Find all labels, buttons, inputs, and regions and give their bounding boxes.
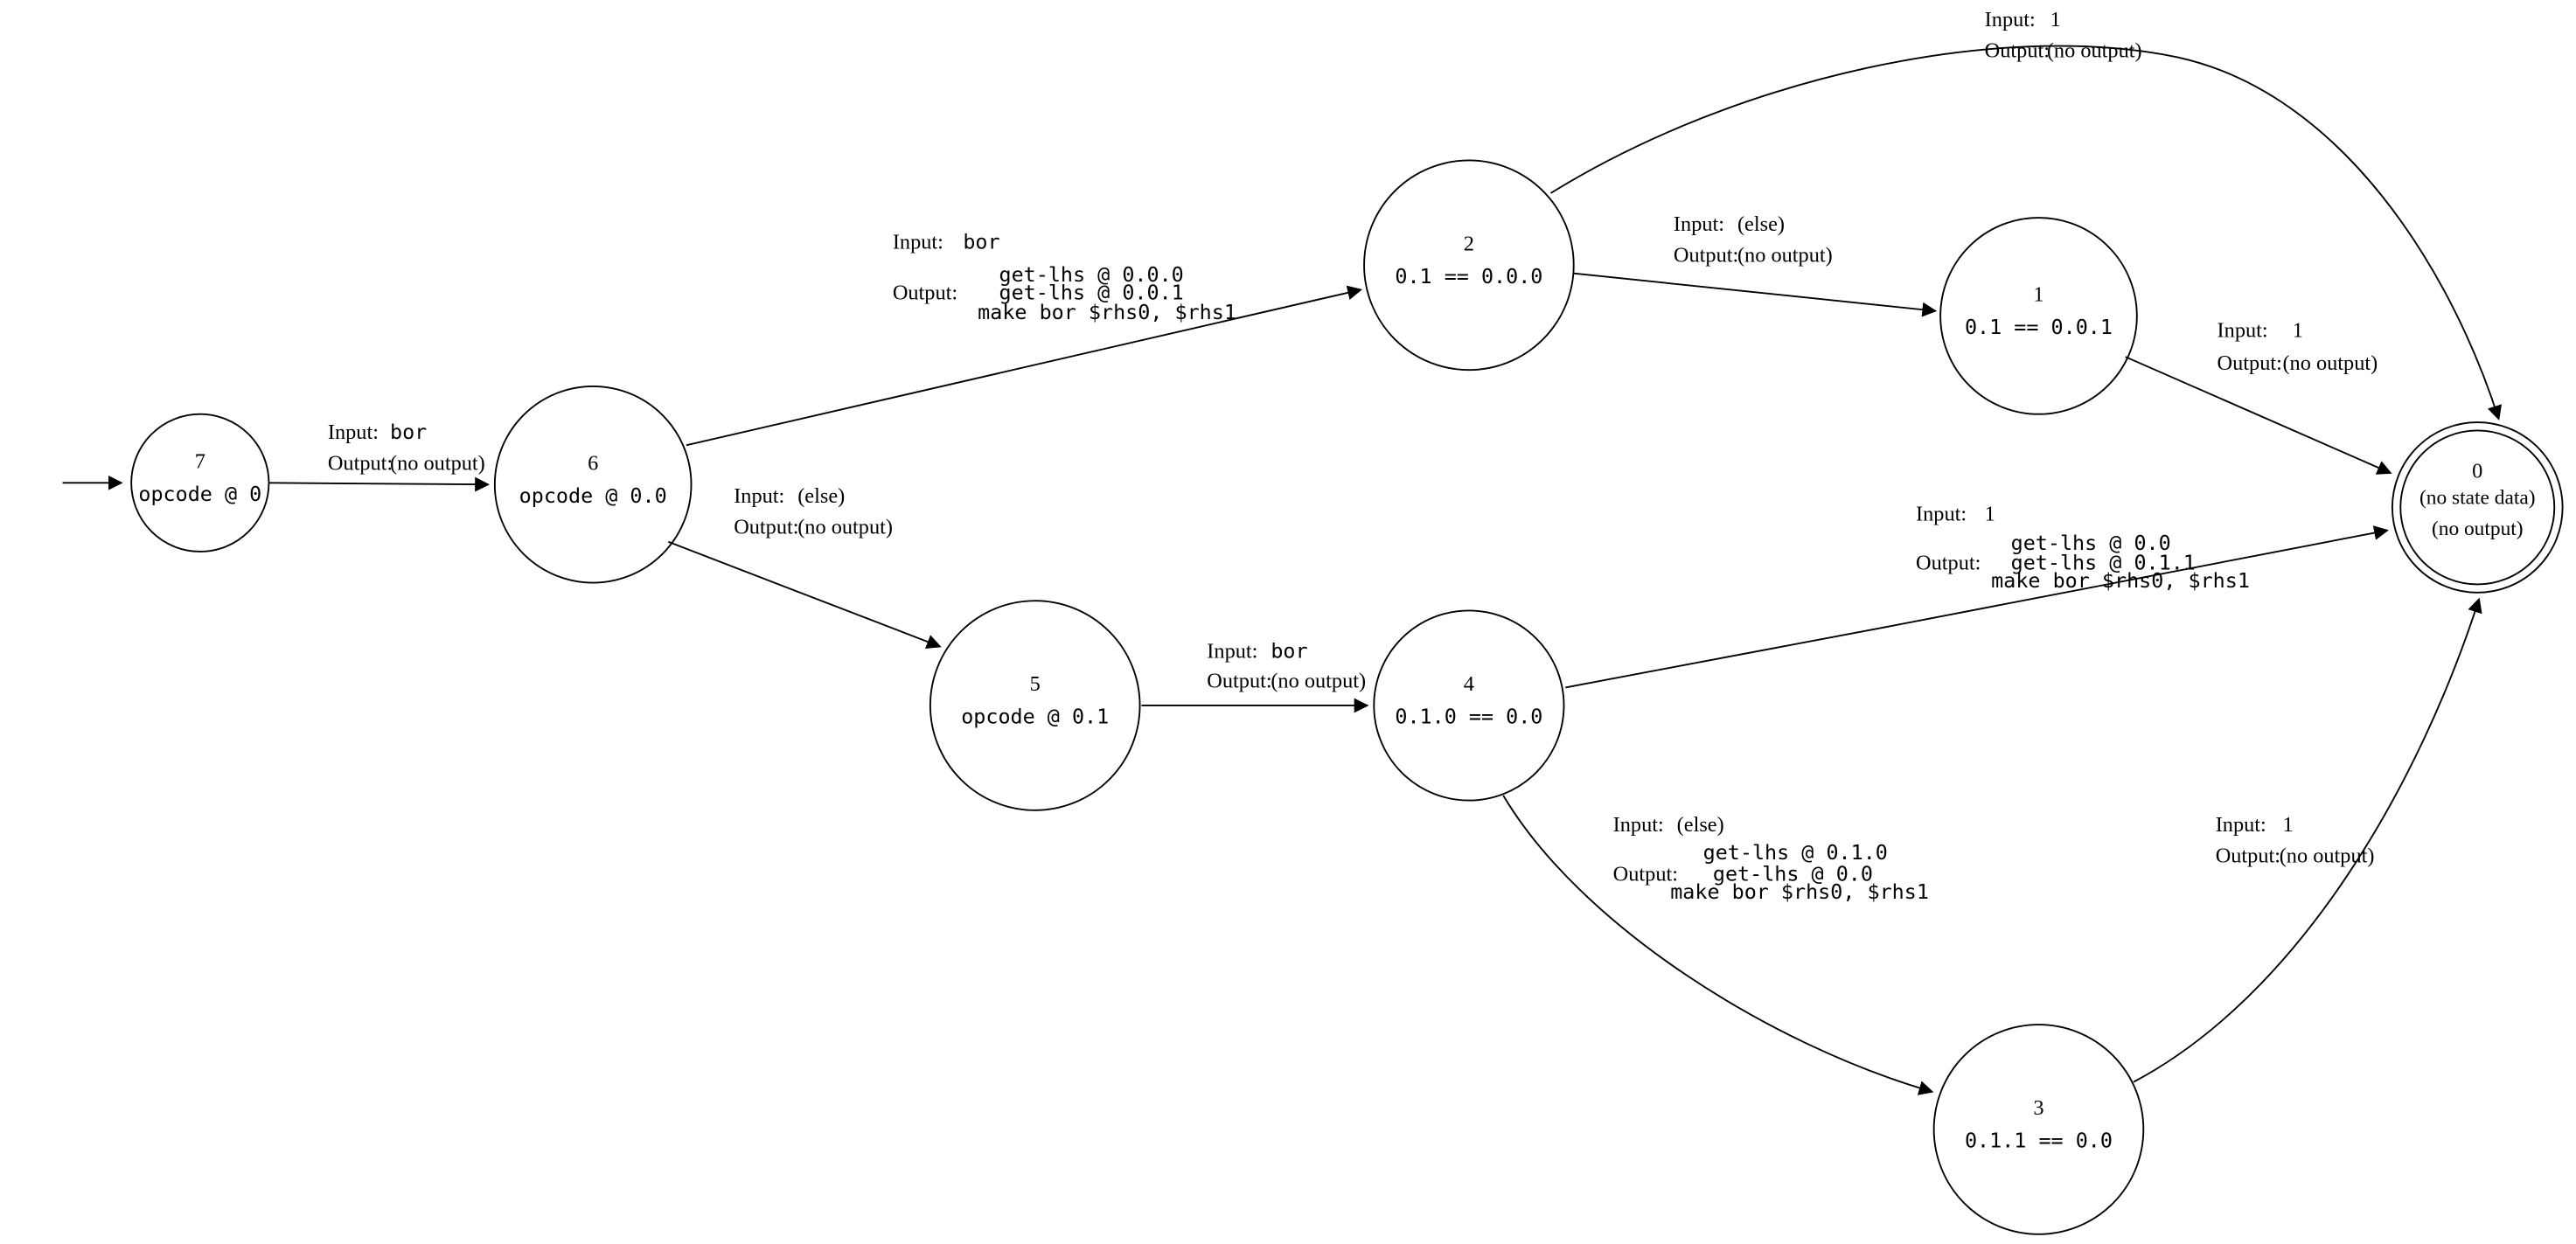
- state-circle: [2391, 421, 2564, 594]
- state-label: 0.1.1 == 0.0: [1965, 1129, 2113, 1153]
- output-value-line: (no output): [1271, 669, 1366, 692]
- transition-2-to-1: Input: (else) Output:(no output): [1573, 212, 1938, 317]
- state-node-6: 6 opcode @ 0.0: [493, 385, 693, 584]
- output-value-line: get-lhs @ 0.0: [2011, 531, 2171, 555]
- transition-arrow: [1573, 272, 1938, 317]
- transition-arrow: [1565, 525, 2389, 689]
- transition-arrow: [667, 540, 942, 649]
- output-value-line: get-lhs @ 0.1.0: [1703, 840, 1888, 865]
- state-id: 1: [2033, 283, 2043, 307]
- output-key-label: Output:: [2216, 844, 2280, 868]
- output-key-label: Output:: [1674, 244, 1738, 268]
- state-node-0: 0 (no state data) (no output): [2391, 421, 2564, 594]
- state-label: opcode @ 0.1: [961, 705, 1109, 729]
- state-id: 6: [588, 451, 598, 475]
- transition-6-to-5: Input: (else) Output:(no output): [667, 484, 942, 649]
- state-id: 3: [2033, 1096, 2043, 1120]
- input-value: bor: [390, 420, 427, 444]
- state-label: 0.1.0 == 0.0: [1395, 705, 1542, 729]
- state-node-4: 4 0.1.0 == 0.0: [1373, 609, 1565, 802]
- output-value-line: get-lhs @ 0.0.1: [999, 281, 1184, 305]
- state-id: 4: [1464, 672, 1474, 696]
- input-value: bor: [1271, 639, 1307, 664]
- transition-arrow: [1502, 795, 1934, 1095]
- state-label: 0.1 == 0.0.1: [1965, 315, 2113, 339]
- state-label: 0.1 == 0.0.0: [1395, 264, 1542, 288]
- output-key-label: Output:: [2217, 351, 2282, 375]
- input-key-label: Input:: [893, 231, 943, 254]
- state-label: opcode @ 0: [138, 482, 261, 506]
- transition-arrow: [268, 476, 491, 492]
- output-value-line: (no output): [1737, 244, 1833, 268]
- output-value-line: get-lhs @ 0.0: [1713, 861, 1873, 886]
- input-key-label: Input:: [1674, 212, 1724, 236]
- state-node-7: 7 opcode @ 0: [130, 413, 270, 553]
- output-key-label: Output:: [1916, 552, 1981, 575]
- input-key-label: Input:: [734, 484, 784, 508]
- state-node-1: 1 0.1 == 0.0.1: [1939, 217, 2138, 415]
- state-node-5: 5 opcode @ 0.1: [929, 600, 1141, 811]
- input-key-label: Input:: [1985, 8, 2036, 31]
- state-circle: [1932, 1024, 2145, 1235]
- input-value: (else): [797, 484, 845, 508]
- output-key-label: Output:: [328, 451, 393, 475]
- input-key-label: Input:: [2217, 319, 2268, 343]
- state-circle: [929, 600, 1141, 811]
- state-label: opcode @ 0.0: [519, 483, 667, 508]
- input-key-label: Input:: [1207, 640, 1257, 664]
- output-value-line: (no output): [390, 451, 485, 475]
- input-value: (else): [1677, 813, 1724, 837]
- state-id: 7: [195, 449, 205, 473]
- state-circle: [1373, 609, 1565, 802]
- input-value: 1: [2050, 8, 2061, 31]
- output-key-label: Output:: [734, 515, 798, 539]
- output-value-line: get-lhs @ 0.1.1: [2011, 551, 2196, 575]
- state-id: 2: [1464, 232, 1474, 255]
- state-circle: [493, 385, 693, 584]
- accepting-inner-circle: [2399, 429, 2556, 586]
- input-value: (else): [1737, 212, 1785, 236]
- state-label-line: (no output): [2432, 518, 2524, 540]
- input-key-label: Input:: [1916, 502, 1967, 525]
- input-key-label: Input:: [2216, 813, 2266, 837]
- input-value: 1: [2293, 319, 2303, 343]
- output-key-label: Output:: [1985, 39, 2050, 63]
- state-id: 5: [1030, 672, 1041, 696]
- output-value-line: (no output): [2282, 351, 2378, 375]
- output-value-line: make bor $rhs0, $rhs1: [1991, 568, 2250, 593]
- state-label-line: (no state data): [2419, 487, 2536, 510]
- state-circle: [1363, 159, 1575, 372]
- input-value: 1: [2282, 813, 2293, 837]
- transition-arrow: [1550, 45, 2503, 420]
- state-node-2: 2 0.1 == 0.0.0: [1363, 159, 1575, 372]
- transition-4-to-3: Input: (else) Output: get-lhs @ 0.1.0get-lh…: [1502, 795, 1934, 1095]
- input-value: 1: [1985, 502, 1995, 525]
- output-key-label: Output:: [1207, 669, 1271, 692]
- transition-arrow: [686, 285, 1362, 447]
- output-key-label: Output:: [1613, 862, 1678, 886]
- input-key-label: Input:: [328, 420, 379, 444]
- output-value-line: (no output): [797, 515, 893, 539]
- state-id: 0: [2472, 460, 2482, 483]
- state-node-3: 3 0.1.1 == 0.0: [1932, 1024, 2145, 1235]
- transition-arrow: [2133, 597, 2482, 1083]
- state-circle: [1939, 217, 2138, 415]
- input-value: bor: [963, 230, 999, 254]
- output-value-line: (no output): [2047, 39, 2142, 63]
- output-key-label: Output:: [893, 281, 957, 305]
- output-value-line: get-lhs @ 0.0.0: [999, 262, 1184, 287]
- output-value-line: make bor $rhs0, $rhs1: [1670, 879, 1929, 904]
- input-key-label: Input:: [1613, 813, 1664, 837]
- output-value-line: (no output): [2280, 844, 2375, 868]
- transition-arrow: [2125, 356, 2392, 475]
- state-circle: [130, 413, 270, 553]
- output-value-line: make bor $rhs0, $rhs1: [978, 300, 1236, 324]
